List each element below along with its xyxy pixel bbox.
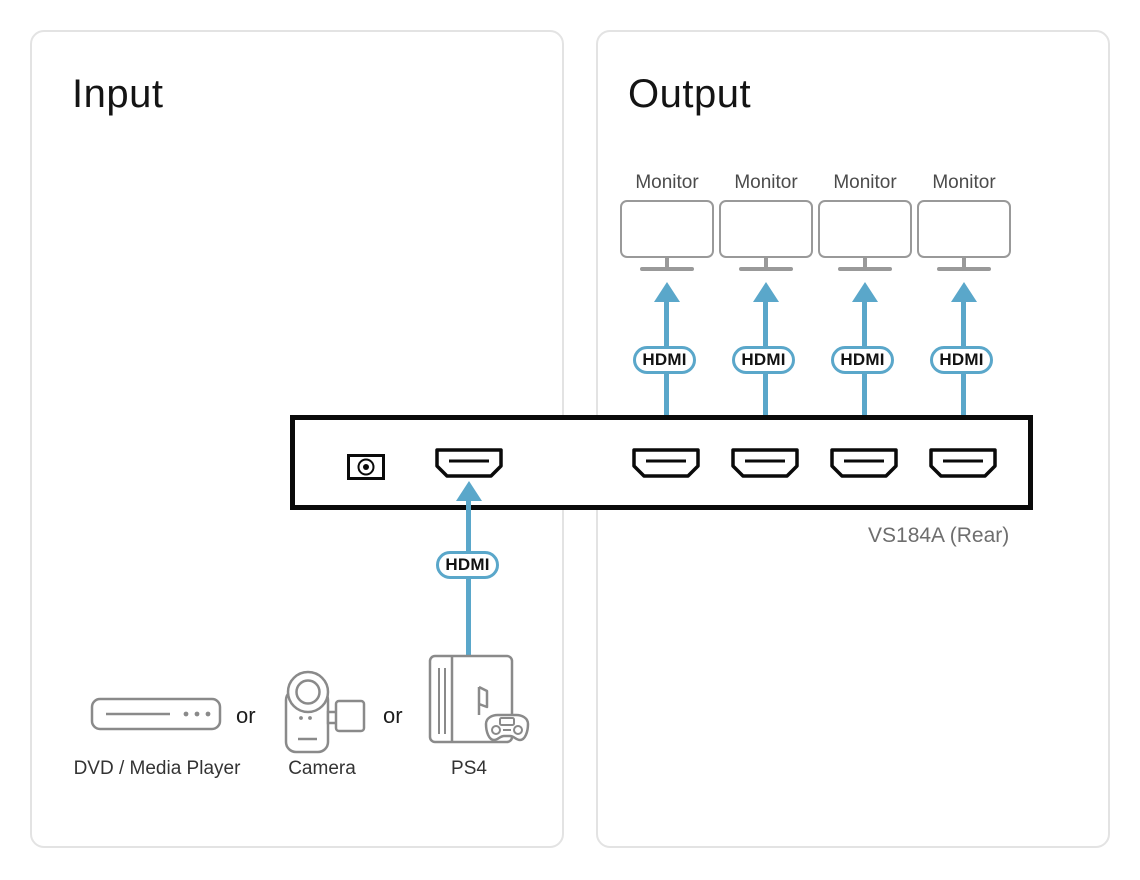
input-cable-arrow [455, 481, 482, 501]
output-cable-line-2 [763, 300, 768, 450]
monitor-neck [962, 258, 966, 268]
source-label-dvd: DVD / Media Player [73, 758, 241, 779]
output-panel-title: Output [628, 72, 752, 116]
input-hdmi-badge: HDMI [436, 551, 499, 579]
output-cable-line-4 [961, 300, 966, 450]
power-jack-pin [363, 464, 369, 470]
input-panel-title: Input [72, 72, 164, 116]
chassis-hdmi-output-port-3 [830, 448, 898, 478]
source-label-camera: Camera [288, 758, 356, 779]
monitor-base [838, 267, 892, 271]
monitor-screen [917, 200, 1011, 258]
separator-or-1: or [236, 703, 256, 728]
output-cable-arrow-2 [752, 282, 779, 302]
monitor-neck [665, 258, 669, 268]
chassis-hdmi-output-port-2 [731, 448, 799, 478]
output-cable-line-1 [664, 300, 669, 450]
monitor-label: Monitor [932, 172, 996, 193]
monitor-neck [764, 258, 768, 268]
power-jack-icon [347, 454, 385, 480]
output-cable-line-3 [862, 300, 867, 450]
source-label-ps4: PS4 [451, 758, 487, 779]
chassis-hdmi-input-port [435, 448, 503, 478]
dvd-player-icon [90, 697, 222, 731]
monitor-label: Monitor [635, 172, 699, 193]
monitor-label: Monitor [833, 172, 897, 193]
separator-or-2: or [383, 703, 403, 728]
device-model-label: VS184A (Rear) [868, 524, 1010, 547]
output-hdmi-badge-4: HDMI [930, 346, 993, 374]
output-hdmi-badge-1: HDMI [633, 346, 696, 374]
monitor-neck [863, 258, 867, 268]
output-cable-arrow-3 [851, 282, 878, 302]
output-cable-arrow-1 [653, 282, 680, 302]
power-jack-ring [357, 458, 375, 476]
output-hdmi-badge-3: HDMI [831, 346, 894, 374]
chassis-hdmi-output-port-4 [929, 448, 997, 478]
monitor-2: Monitor [719, 172, 813, 272]
ps4-console-icon [424, 652, 534, 756]
monitor-label: Monitor [734, 172, 798, 193]
input-cable-line [466, 500, 471, 658]
monitor-3: Monitor [818, 172, 912, 272]
monitor-screen [818, 200, 912, 258]
monitor-1: Monitor [620, 172, 714, 272]
monitor-base [640, 267, 694, 271]
camcorder-icon [277, 668, 367, 756]
monitor-screen [719, 200, 813, 258]
output-cable-arrow-4 [950, 282, 977, 302]
monitor-base [937, 267, 991, 271]
monitor-4: Monitor [917, 172, 1011, 272]
output-hdmi-badge-2: HDMI [732, 346, 795, 374]
chassis-hdmi-output-port-1 [632, 448, 700, 478]
monitor-base [739, 267, 793, 271]
monitor-screen [620, 200, 714, 258]
